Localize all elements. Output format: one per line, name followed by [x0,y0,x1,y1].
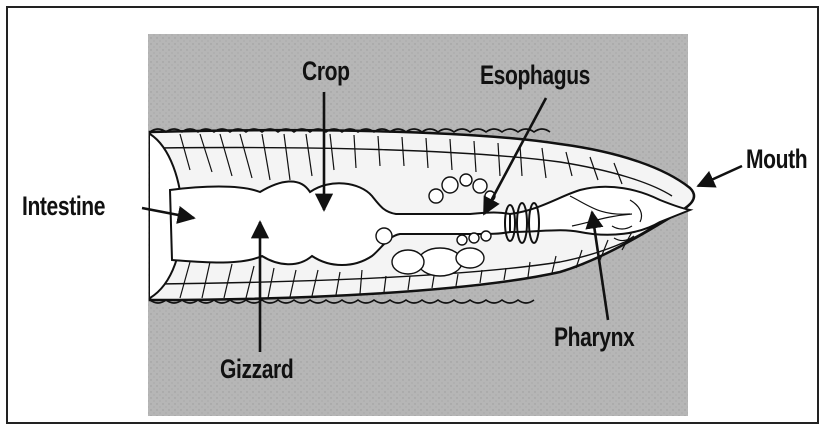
intestine-label: Intestine [22,193,105,220]
mouth-arrow [698,166,742,186]
esophagus-label: Esophagus [480,62,590,89]
pharynx-label: Pharynx [554,324,634,351]
mouth-label: Mouth [746,146,807,173]
gizzard-label: Gizzard [220,356,293,383]
crop-label: Crop [302,58,350,85]
